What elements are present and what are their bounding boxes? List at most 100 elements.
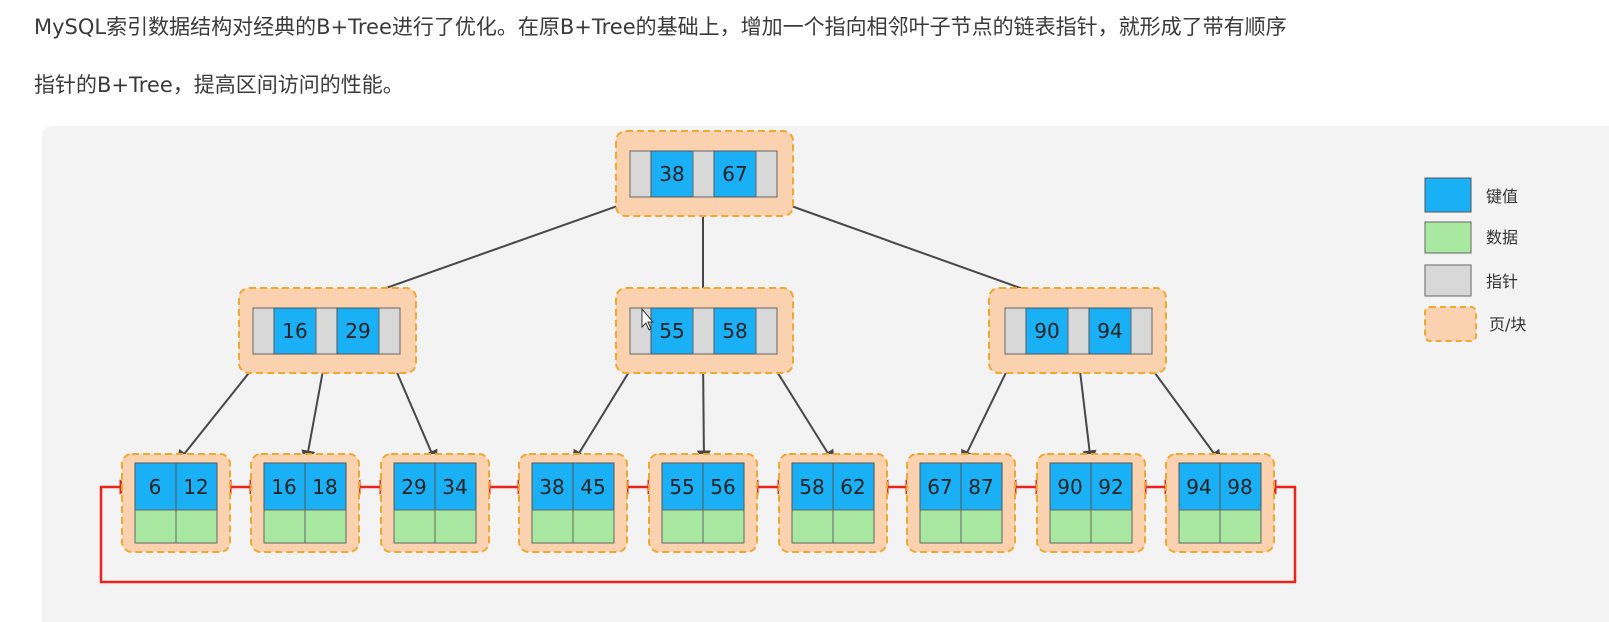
root-key-1-label: 38 bbox=[659, 162, 684, 186]
internal-1-key-2 bbox=[336, 307, 380, 355]
leaf-6-key-1-label: 58 bbox=[799, 475, 824, 499]
leaf-8-key-2-label: 92 bbox=[1098, 475, 1123, 499]
leaf-3-key-1-label: 29 bbox=[401, 475, 426, 499]
legend-key-label: 键值 bbox=[1486, 187, 1518, 206]
leaf-9-key-2 bbox=[1219, 462, 1262, 511]
leaf-2-key-1 bbox=[263, 462, 306, 511]
legend: 键值 数据 指针 页/块 bbox=[1424, 177, 1526, 342]
root-key-1 bbox=[650, 150, 694, 198]
internal-2-key-1 bbox=[650, 307, 694, 355]
internal-3-key-2 bbox=[1088, 307, 1132, 355]
legend-key-swatch bbox=[1424, 177, 1472, 213]
leaf-4-key-1-label: 38 bbox=[539, 475, 564, 499]
leaf-node-6: 58 62 bbox=[778, 453, 888, 553]
leaf-7-data-1 bbox=[919, 509, 962, 544]
internal-3-key-2-label: 94 bbox=[1097, 319, 1122, 343]
leaf-1-key-1 bbox=[134, 462, 177, 511]
internal-1-key-2-label: 29 bbox=[345, 319, 370, 343]
leaf-6-key-2-label: 62 bbox=[840, 475, 865, 499]
leaf-1-key-1-label: 6 bbox=[149, 475, 162, 499]
leaf-9-key-2-label: 98 bbox=[1227, 475, 1252, 499]
leaf-4-key-2-label: 45 bbox=[580, 475, 605, 499]
internal-3-key-1-label: 90 bbox=[1034, 319, 1059, 343]
leaf-2-data-2 bbox=[304, 509, 347, 544]
internal-2-pointer-1 bbox=[629, 307, 652, 355]
leaf-7-key-2-label: 87 bbox=[968, 475, 993, 499]
leaf-5-key-2 bbox=[702, 462, 745, 511]
legend-page-swatch bbox=[1424, 306, 1477, 342]
internal-3-pointer-2 bbox=[1067, 307, 1090, 355]
legend-data-label: 数据 bbox=[1486, 228, 1518, 247]
internal-2-key-2-label: 58 bbox=[722, 319, 747, 343]
leaf-9-key-1 bbox=[1178, 462, 1221, 511]
leaf-2-data-1 bbox=[263, 509, 306, 544]
root-pointer-1 bbox=[629, 150, 652, 198]
leaf-6-data-1 bbox=[791, 509, 834, 544]
leaf-8-key-1 bbox=[1049, 462, 1092, 511]
leaf-node-1: 6 12 bbox=[121, 453, 231, 553]
legend-pointer-label: 指针 bbox=[1486, 272, 1518, 291]
leaf-5-key-1-label: 55 bbox=[669, 475, 694, 499]
leaf-4-key-1 bbox=[531, 462, 574, 511]
internal-2-key-1-label: 55 bbox=[659, 319, 684, 343]
legend-data-swatch bbox=[1424, 221, 1472, 254]
leaf-5-data-2 bbox=[702, 509, 745, 544]
internal-1-key-1-label: 16 bbox=[282, 319, 307, 343]
leaf-2-key-1-label: 16 bbox=[271, 475, 296, 499]
legend-page-label: 页/块 bbox=[1489, 315, 1526, 334]
root-node: 38 67 bbox=[615, 130, 794, 217]
legend-pointer-swatch bbox=[1424, 264, 1472, 297]
leaf-8-key-2 bbox=[1090, 462, 1133, 511]
leaf-8-data-2 bbox=[1090, 509, 1133, 544]
internal-1-pointer-2 bbox=[315, 307, 338, 355]
root-key-2 bbox=[713, 150, 757, 198]
leaf-1-data-1 bbox=[134, 509, 177, 544]
leaf-3-data-1 bbox=[393, 509, 436, 544]
leaf-2-key-2-label: 18 bbox=[312, 475, 337, 499]
internal-2-pointer-3 bbox=[755, 307, 778, 355]
leaf-8-key-1-label: 90 bbox=[1057, 475, 1082, 499]
leaf-6-data-2 bbox=[832, 509, 875, 544]
leaf-link-wraparound bbox=[99, 479, 1297, 584]
internal-node-3: 90 94 bbox=[988, 287, 1167, 374]
leaf-1-key-2 bbox=[175, 462, 218, 511]
leaf-node-3: 29 34 bbox=[380, 453, 490, 553]
leaf-9-data-2 bbox=[1219, 509, 1262, 544]
leaf-node-2: 16 18 bbox=[250, 453, 360, 553]
leaf-5-key-1 bbox=[661, 462, 704, 511]
leaf-1-key-2-label: 12 bbox=[183, 475, 208, 499]
leaf-node-4: 38 45 bbox=[518, 453, 628, 553]
leaf-node-7: 67 87 bbox=[906, 453, 1016, 553]
leaf-node-9: 94 98 bbox=[1165, 453, 1275, 553]
leaf-2-key-2 bbox=[304, 462, 347, 511]
internal-node-2: 55 58 bbox=[615, 287, 794, 374]
leaf-3-key-1 bbox=[393, 462, 436, 511]
root-pointer-3 bbox=[755, 150, 778, 198]
internal-1-pointer-3 bbox=[378, 307, 401, 355]
leaf-8-data-1 bbox=[1049, 509, 1092, 544]
leaf-5-data-1 bbox=[661, 509, 704, 544]
intro-line-2: 指针的B+Tree，提高区间访问的性能。 bbox=[34, 73, 404, 97]
intro-line-1: MySQL索引数据结构对经典的B+Tree进行了优化。在原B+Tree的基础上，… bbox=[34, 15, 1287, 39]
leaf-6-key-1 bbox=[791, 462, 834, 511]
internal-2-pointer-2 bbox=[692, 307, 715, 355]
leaf-4-data-2 bbox=[572, 509, 615, 544]
root-pointer-2 bbox=[692, 150, 715, 198]
leaf-7-data-2 bbox=[960, 509, 1003, 544]
leaf-7-key-1-label: 67 bbox=[927, 475, 952, 499]
leaf-3-key-2 bbox=[434, 462, 477, 511]
leaf-5-key-2-label: 56 bbox=[710, 475, 735, 499]
intro-text: MySQL索引数据结构对经典的B+Tree进行了优化。在原B+Tree的基础上，… bbox=[34, 12, 1574, 100]
root-key-2-label: 67 bbox=[722, 162, 747, 186]
leaf-4-key-2 bbox=[572, 462, 615, 511]
internal-node-1: 16 29 bbox=[238, 287, 417, 374]
leaf-9-data-1 bbox=[1178, 509, 1221, 544]
leaf-9-key-1-label: 94 bbox=[1186, 475, 1211, 499]
internal-2-key-2 bbox=[713, 307, 757, 355]
cursor-icon bbox=[641, 307, 655, 331]
leaf-3-key-2-label: 34 bbox=[442, 475, 467, 499]
internal-3-pointer-3 bbox=[1130, 307, 1153, 355]
leaf-4-data-1 bbox=[531, 509, 574, 544]
internal-3-pointer-1 bbox=[1004, 307, 1027, 355]
